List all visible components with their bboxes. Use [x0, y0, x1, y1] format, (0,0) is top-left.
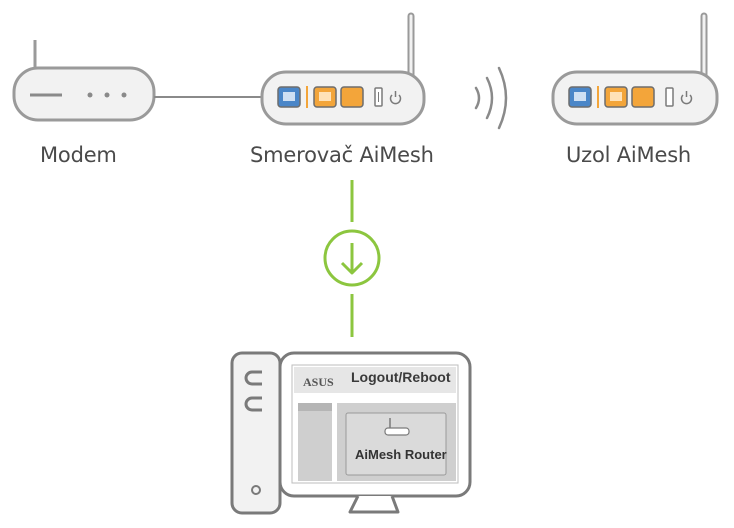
screen-device-label: AiMesh Router: [355, 447, 447, 462]
aimesh-router-device: [260, 12, 426, 126]
power-icon: [389, 91, 402, 105]
computer-icon: [230, 351, 472, 515]
wifi-waves-icon: [474, 66, 508, 130]
aimesh-node-device: [551, 12, 719, 126]
power-icon: [680, 91, 693, 105]
node-label: Uzol AiMesh: [566, 143, 692, 167]
screen-brand: ASUS: [303, 375, 334, 389]
screen-menu-logout-reboot: Logout/Reboot: [351, 369, 451, 385]
modem-label: Modem: [40, 143, 117, 167]
modem-device: [12, 40, 156, 122]
router-label: Smerovač AiMesh: [250, 143, 434, 167]
setup-connector: [323, 180, 381, 337]
